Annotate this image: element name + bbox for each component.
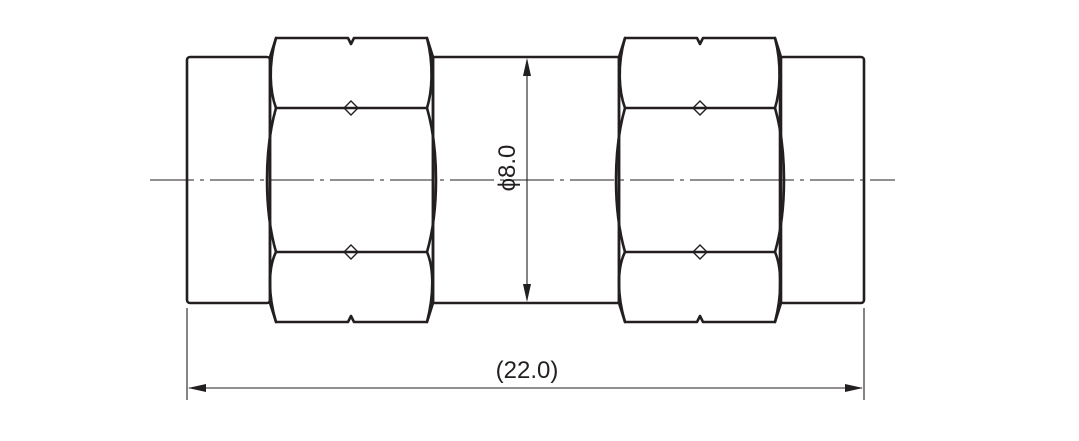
diameter-label: ϕ8.0 xyxy=(494,145,521,192)
diameter-dimension: ϕ8.0 xyxy=(494,58,531,302)
left-hex-nut xyxy=(265,36,438,324)
length-label: (22.0) xyxy=(496,357,559,384)
length-dimension: (22.0) xyxy=(186,308,865,400)
